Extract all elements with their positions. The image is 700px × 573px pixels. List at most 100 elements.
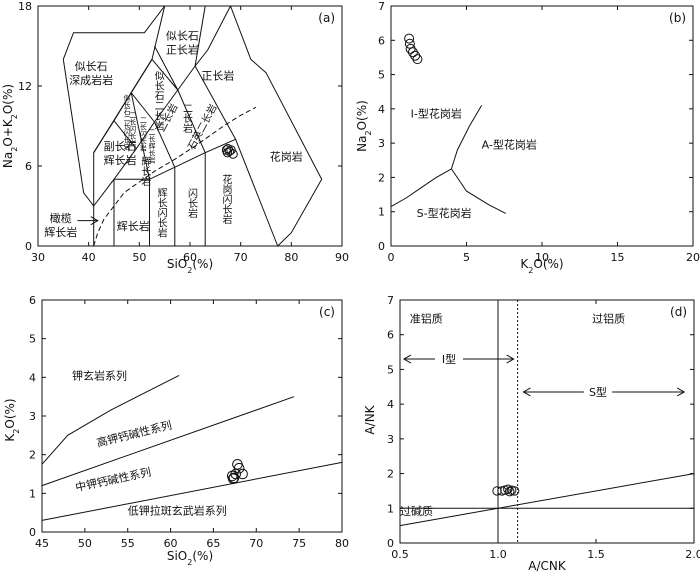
- y-axis-label: K2O(%): [3, 398, 21, 441]
- field-boundary: [390, 168, 452, 208]
- x-tick-label: 1.0: [489, 548, 507, 561]
- y-tick-label: 7: [387, 294, 394, 307]
- field-label: 准铝质: [410, 312, 443, 326]
- sample-point: [412, 54, 423, 65]
- y-tick-label: 3: [387, 433, 394, 446]
- plot-frame: [41, 299, 343, 533]
- field-label-vertical: 二长岩: [180, 103, 192, 134]
- field-boundary: [130, 59, 153, 93]
- x-tick-label: 50: [132, 251, 146, 264]
- field-label: 过碱质: [400, 505, 433, 518]
- panel-label: (a): [318, 11, 335, 25]
- sample-point: [222, 147, 233, 158]
- field-label: I-型花岗岩: [411, 106, 462, 120]
- field-boundary: [450, 168, 507, 214]
- field-boundary: [194, 5, 323, 247]
- y-axis-label: Na2O(%): [355, 100, 373, 152]
- x-axis-label: A/CNK: [528, 559, 567, 573]
- y-tick-label: 4: [29, 371, 36, 384]
- sample-point: [503, 484, 513, 494]
- x-tick-label: 0: [388, 251, 395, 264]
- sample-point: [404, 33, 415, 44]
- sample-point: [492, 486, 502, 496]
- sample-point: [237, 468, 248, 480]
- sample-point: [405, 43, 416, 54]
- y-tick-label: 1: [29, 487, 36, 500]
- x-tick-label: 55: [121, 537, 135, 550]
- x-axis-label: SiO2(%): [167, 549, 213, 567]
- range-arrowhead: [506, 354, 515, 364]
- x-tick-label: 10: [535, 251, 549, 264]
- y-tick-label: 6: [387, 329, 394, 342]
- series-label: 中钾钙碱性系列: [74, 465, 152, 495]
- range-arrowhead: [402, 354, 412, 364]
- y-tick-label: 12: [18, 80, 32, 93]
- x-tick-label: 2.0: [685, 548, 700, 561]
- field-boundary: [450, 105, 483, 170]
- field-label: 似长石: [166, 29, 199, 42]
- y-tick-label: 2: [387, 468, 394, 481]
- series-label: 钾玄岩系列: [72, 368, 127, 382]
- field-label-small: 二长闪长岩: [129, 111, 137, 147]
- panel-label: (d): [670, 305, 687, 319]
- field-label: 似长石: [75, 60, 108, 73]
- field-label: 正长岩: [166, 42, 199, 56]
- field-boundary: [154, 45, 179, 91]
- sample-point: [404, 38, 415, 49]
- field-label-small: 二长闪长岩: [139, 117, 147, 153]
- field-label: A-型花岗岩: [482, 137, 537, 151]
- pointer-arrowhead: [90, 216, 99, 226]
- field-label-vertical: 闪长岩: [186, 187, 198, 219]
- panel-label: (c): [319, 305, 335, 319]
- alkaline-subalkaline-line: [93, 106, 257, 247]
- y-tick-label: 0: [387, 537, 394, 550]
- sample-point: [407, 47, 418, 58]
- field-boundary: [62, 5, 166, 127]
- series-boundary: [41, 396, 295, 487]
- y-tick-label: 0: [29, 526, 36, 539]
- field-label: 正长岩: [201, 68, 234, 82]
- field-label: 副长石: [104, 140, 137, 153]
- y-tick-label: 4: [387, 398, 394, 411]
- y-tick-label: 0: [25, 240, 32, 253]
- field-boundary: [194, 65, 237, 140]
- x-tick-label: 50: [78, 537, 92, 550]
- field-label: S-型花岗岩: [417, 206, 472, 220]
- sample-point: [233, 462, 245, 474]
- y-tick-label: 4: [378, 103, 385, 116]
- y-tick-label: 3: [29, 410, 36, 423]
- x-tick-label: 45: [35, 537, 49, 550]
- x-tick-label: 70: [234, 251, 248, 264]
- x-tick-label: 60: [164, 537, 178, 550]
- field-label: 花岗岩: [270, 150, 303, 164]
- x-tick-label: 15: [611, 251, 625, 264]
- sample-point: [228, 149, 238, 159]
- x-tick-label: 30: [31, 251, 45, 264]
- y-tick-label: 1: [387, 502, 394, 515]
- series-label: 低钾拉斑玄武岩系列: [128, 504, 227, 518]
- field-label-vertical: 花岗闪长岩: [220, 173, 232, 225]
- metaluminous-peralkaline-line: [399, 473, 695, 527]
- field-label-vertical: 似长石二长岩: [152, 70, 164, 131]
- x-tick-label: 40: [82, 251, 96, 264]
- plot-frame: [399, 299, 695, 544]
- x-tick-label: 65: [206, 537, 220, 550]
- sample-point: [509, 486, 520, 496]
- y-tick-label: 2: [29, 449, 36, 462]
- field-label-vertical: 辉长岩: [139, 156, 151, 187]
- range-arrowhead: [522, 387, 531, 397]
- series-boundary: [41, 374, 180, 465]
- field-label: 辉长岩: [117, 219, 150, 233]
- field-label: 辉长岩: [104, 153, 137, 167]
- x-tick-label: 90: [335, 251, 349, 264]
- x-tick-label: 70: [249, 537, 263, 550]
- x-tick-label: 1.5: [587, 548, 605, 561]
- field-label-vertical: 辉长闪长岩: [155, 187, 167, 238]
- series-boundary: [41, 461, 343, 521]
- y-tick-label: 0: [378, 240, 385, 253]
- field-label: 辉长岩: [44, 225, 77, 239]
- sample-point: [410, 50, 421, 61]
- x-axis-label: SiO2(%): [167, 257, 213, 275]
